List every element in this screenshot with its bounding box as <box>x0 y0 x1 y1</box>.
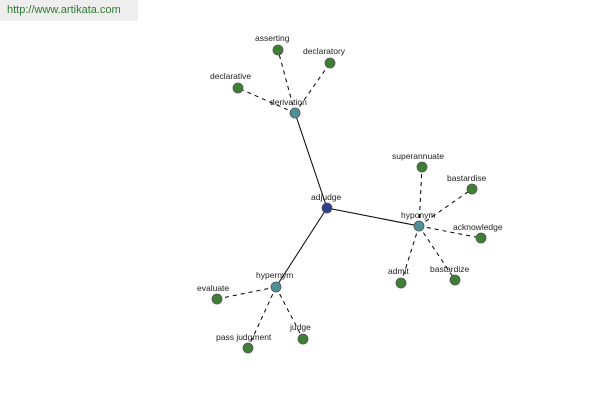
leaf-label-evaluate: evaluate <box>197 283 229 293</box>
leaf-node-bastardise[interactable] <box>466 183 478 195</box>
leaf-label-declarative: declarative <box>210 71 251 81</box>
labels-layer: asserting declaratory declarative derivatio… <box>197 33 503 342</box>
edge-hypernym-evaluate <box>216 286 277 300</box>
hub-label-hypernym: hypernym <box>256 270 293 280</box>
leaf-node-admit[interactable] <box>395 277 407 289</box>
leaf-label-superannuate: superannuate <box>392 151 444 161</box>
edge-hyponym-bastardise <box>418 188 473 227</box>
edge-hyponym-superannuate <box>418 166 423 227</box>
center-node[interactable] <box>321 202 333 214</box>
leaf-node-judge[interactable] <box>297 333 309 345</box>
leaf-node-pass-judgment[interactable] <box>242 342 254 354</box>
hub-node-hyponym[interactable] <box>413 220 425 232</box>
edges-layer <box>216 49 482 349</box>
leaf-node-asserting[interactable] <box>272 44 284 56</box>
hub-node-derivation[interactable] <box>289 107 301 119</box>
leaf-node-bastardize[interactable] <box>449 274 461 286</box>
leaf-node-acknowledge[interactable] <box>475 232 487 244</box>
leaf-label-bastardise: bastardise <box>447 173 486 183</box>
leaf-label-asserting: asserting <box>255 33 290 43</box>
leaf-node-evaluate[interactable] <box>211 293 223 305</box>
edge-hypernym-pass-judgment <box>247 286 277 349</box>
nodes-layer <box>211 44 487 354</box>
leaf-label-declaratory: declaratory <box>303 46 346 56</box>
leaf-label-bastardize: bastardize <box>430 264 469 274</box>
edge-hyponym-bastardize <box>418 225 456 281</box>
leaf-label-acknowledge: acknowledge <box>453 222 503 232</box>
leaf-label-judge: judge <box>289 322 311 332</box>
hub-node-hypernym[interactable] <box>270 281 282 293</box>
watermark-url[interactable]: http://www.artikata.com <box>0 0 138 21</box>
leaf-label-admit: admit <box>388 266 409 276</box>
edge-hyponym-admit <box>400 225 420 284</box>
leaf-node-declarative[interactable] <box>232 82 244 94</box>
center-label: adjudge <box>311 192 342 202</box>
edge-center-hypernym <box>275 207 328 288</box>
edge-hyponym-acknowledge <box>418 225 482 239</box>
hub-label-hyponym: hyponym <box>401 210 436 220</box>
hub-label-derivation: derivation <box>270 97 307 107</box>
edge-derivation-declaratory <box>294 62 331 114</box>
edge-hypernym-judge <box>275 286 304 340</box>
leaf-label-pass-judgment: pass judgment <box>216 332 272 342</box>
edge-derivation-asserting <box>277 49 296 114</box>
edge-center-derivation <box>294 112 328 209</box>
edge-center-hyponym <box>326 207 420 227</box>
leaf-node-declaratory[interactable] <box>324 57 336 69</box>
edge-derivation-declarative <box>237 87 296 114</box>
leaf-node-superannuate[interactable] <box>416 161 428 173</box>
